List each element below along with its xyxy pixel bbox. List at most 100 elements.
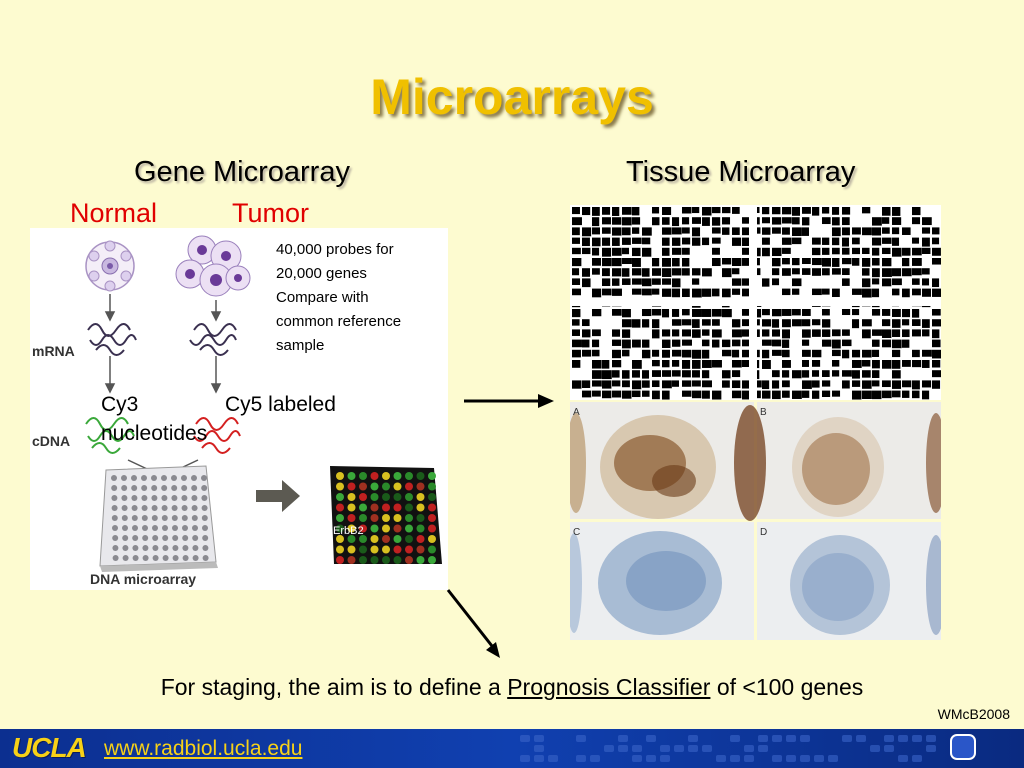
tma-core	[842, 278, 850, 286]
scan-spot	[393, 514, 402, 522]
tma-core	[592, 329, 601, 337]
tma-core	[612, 288, 622, 296]
footer-square	[744, 755, 754, 762]
tma-core	[652, 309, 662, 316]
tma-core	[742, 360, 750, 368]
tma-core	[682, 339, 692, 346]
tma-core	[572, 380, 582, 389]
tma-core	[822, 237, 830, 245]
tma-core	[782, 329, 790, 339]
tma-core	[912, 349, 920, 358]
chip-spot	[201, 505, 208, 511]
tma-core	[772, 227, 781, 234]
scan-spot	[393, 503, 402, 512]
tma-core	[722, 370, 731, 379]
tma-core	[622, 319, 632, 328]
nucleotides-label: nucleotides	[101, 422, 208, 445]
cdna-label: cDNA	[32, 433, 70, 449]
chip-spot	[182, 545, 189, 551]
tma-core	[622, 207, 632, 215]
tma-core	[802, 268, 811, 275]
tma-core	[732, 227, 740, 235]
tma-core	[702, 207, 712, 216]
tma-core	[742, 309, 751, 316]
tma-core	[742, 329, 751, 337]
tma-core	[762, 349, 770, 359]
chip-spot	[152, 525, 158, 531]
tma-core	[872, 329, 882, 336]
tma-core	[862, 288, 872, 298]
tma-core	[632, 247, 641, 257]
scan-spot	[370, 482, 379, 491]
tma-core	[642, 349, 651, 359]
tma-core	[932, 370, 942, 378]
scan-spot	[347, 472, 356, 480]
tma-core	[862, 360, 871, 367]
statement-suffix: of <100 genes	[710, 674, 864, 700]
tma-core	[632, 278, 642, 285]
tma-core	[852, 237, 860, 245]
connector-arrows	[446, 394, 554, 658]
tma-core	[812, 349, 822, 358]
ucla-logo: UCLA	[12, 732, 87, 763]
tma-core	[682, 258, 690, 267]
tma-core	[912, 278, 920, 285]
tma-core	[772, 329, 781, 337]
tma-core	[842, 349, 850, 359]
tma-core	[832, 237, 840, 246]
tma-core	[572, 319, 580, 326]
tma-core	[772, 268, 780, 276]
tma-core	[612, 309, 622, 316]
tma-core	[592, 360, 602, 369]
website-link[interactable]: www.radbiol.ucla.edu	[104, 737, 303, 760]
tma-core	[882, 217, 890, 224]
prognosis-classifier-text: Prognosis Classifier	[507, 674, 711, 700]
tma-core	[872, 370, 880, 378]
scan-spot	[405, 514, 413, 522]
chip-spot	[152, 545, 159, 551]
tma-core	[732, 329, 742, 338]
chip-spot	[201, 475, 207, 481]
tma-core	[922, 349, 932, 357]
tma-core	[822, 288, 830, 295]
tma-core	[662, 278, 672, 285]
chip-spot	[111, 485, 118, 491]
chip-spot	[111, 515, 118, 521]
tma-core	[772, 339, 782, 347]
footer-square	[898, 755, 908, 762]
tma-core	[712, 339, 720, 348]
tma-core	[612, 247, 622, 256]
tma-core	[762, 237, 770, 245]
tma-core	[872, 268, 880, 278]
chip-spot	[201, 515, 208, 521]
tma-core	[702, 309, 712, 317]
chip-spot	[191, 495, 198, 501]
tma-core	[862, 349, 872, 358]
tma-core	[612, 268, 622, 277]
tma-core	[702, 288, 712, 297]
tma-core	[802, 370, 810, 378]
ihc-panel-c: C	[566, 522, 754, 640]
chip-spot	[161, 515, 168, 521]
tma-core	[572, 217, 582, 226]
tma-core	[772, 258, 781, 267]
tma-core	[612, 390, 622, 398]
footer-square	[646, 755, 656, 762]
slide-nav-icon[interactable]	[950, 734, 976, 760]
tma-core	[882, 278, 892, 287]
tma-core	[592, 227, 601, 235]
tma-core	[882, 380, 891, 388]
chip-spot	[181, 475, 187, 481]
chip-spot	[132, 525, 138, 531]
probes-note-line: 40,000 probes for	[276, 241, 394, 258]
tumor-label: Tumor	[232, 198, 310, 228]
tma-core	[822, 319, 831, 328]
tma-core	[892, 339, 902, 349]
tma-core	[762, 278, 770, 287]
scan-spot	[370, 545, 379, 554]
tma-core	[832, 390, 841, 397]
chip-spot	[132, 535, 139, 541]
tma-core	[782, 360, 791, 368]
tma-core	[802, 329, 811, 338]
scan-spot	[428, 514, 436, 522]
